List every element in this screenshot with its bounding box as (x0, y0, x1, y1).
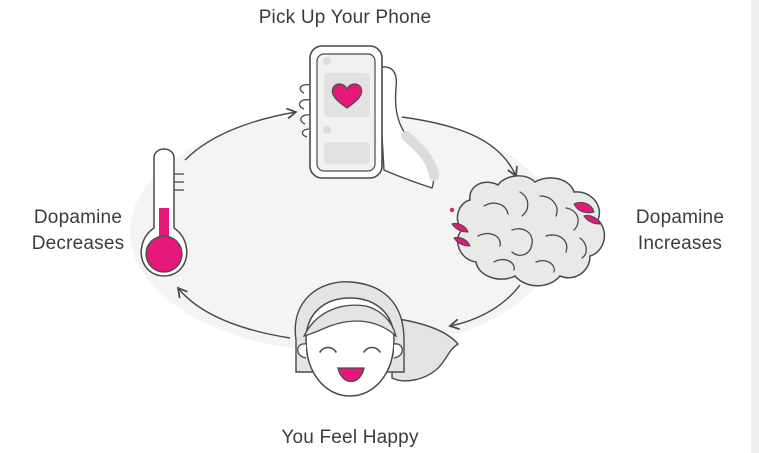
brain-icon (449, 175, 606, 287)
node-label-you-feel-happy: You Feel Happy (281, 427, 419, 448)
node-label-dopamine-increases: Dopamine Increases (620, 205, 740, 257)
thermometer-icon (140, 148, 188, 277)
node-label-line: Dopamine (635, 207, 725, 228)
node-label-line: Dopamine (33, 207, 123, 228)
smartphone-heart-icon (298, 45, 439, 189)
scrollbar-track[interactable] (751, 0, 759, 453)
arrow-phone-to-brain (401, 116, 518, 178)
node-label-line: Decreases (31, 233, 125, 254)
arrow-face-to-thermometer (176, 286, 291, 339)
node-label-pick-up-phone: Pick Up Your Phone (258, 7, 432, 28)
arrow-brain-to-face (448, 284, 521, 331)
cycle-background (130, 112, 560, 352)
node-label-dopamine-decreases: Dopamine Decreases (22, 205, 134, 257)
arrow-thermometer-to-phone (184, 107, 298, 161)
happy-face-icon (294, 281, 460, 397)
node-label-line: Increases (637, 233, 723, 254)
